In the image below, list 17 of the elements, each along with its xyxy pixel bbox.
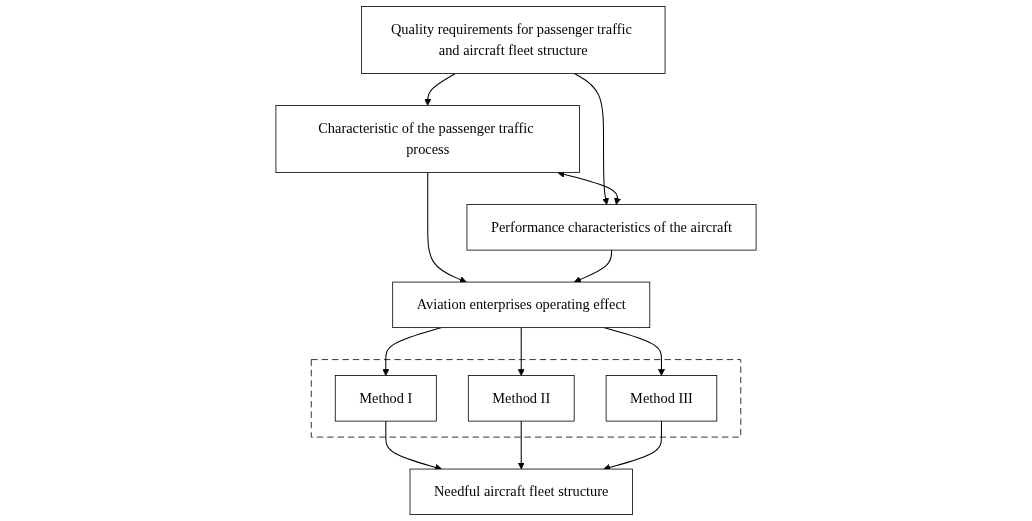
cluster bbox=[310, 359, 742, 438]
node-box: Performance characteristics of the aircraft bbox=[466, 204, 757, 251]
arrow bbox=[385, 420, 442, 471]
arrow bbox=[517, 420, 525, 470]
node-box: Characteristic of the passenger traffic process bbox=[275, 105, 580, 173]
arrow bbox=[573, 249, 613, 283]
node-box: Needful aircraft fleet structure bbox=[409, 468, 633, 515]
arrow bbox=[427, 172, 467, 283]
node-box: Quality requirements for passenger traffic and aircraft fleet structure bbox=[361, 6, 666, 74]
arrow bbox=[517, 327, 525, 376]
node-box: Method I bbox=[334, 375, 437, 422]
arrow bbox=[573, 73, 609, 205]
node-box: Method III bbox=[605, 375, 718, 422]
node-box: Method II bbox=[467, 375, 575, 422]
arrow bbox=[424, 73, 456, 106]
node-box: Aviation enterprises operating effect bbox=[392, 281, 651, 328]
arrow bbox=[603, 420, 662, 471]
